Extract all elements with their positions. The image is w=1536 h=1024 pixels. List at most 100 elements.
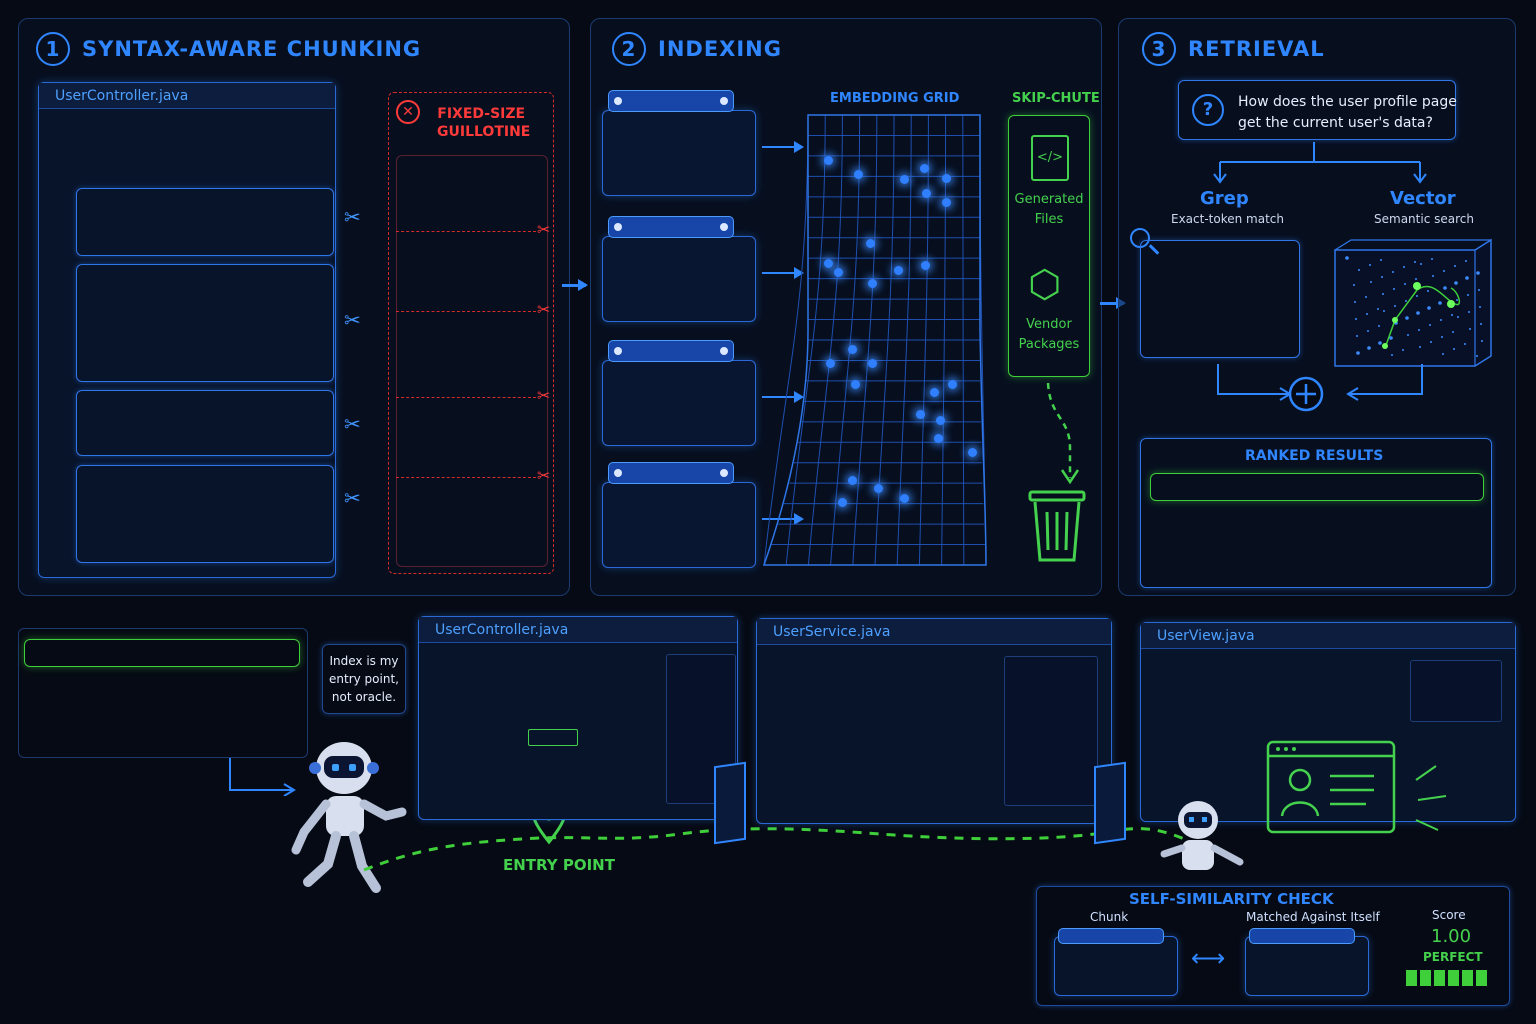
embedding-point	[854, 170, 863, 179]
scissors-icon: ✂	[537, 300, 551, 319]
score-bar-segment	[1476, 970, 1487, 986]
embedding-point	[868, 359, 877, 368]
embedding-point	[942, 198, 951, 207]
highlight-findbyid	[528, 729, 578, 746]
chunk-card	[602, 360, 756, 446]
embedding-point	[920, 164, 929, 173]
chute-path	[1046, 382, 1080, 485]
guillotine-panel	[388, 92, 554, 574]
chunk-constructor	[76, 188, 334, 256]
handoff-arrow	[229, 758, 296, 796]
grep-results-box	[1140, 240, 1300, 358]
scissors-icon: ✂	[537, 220, 551, 239]
embedding-point	[900, 494, 909, 503]
radio-dot-icon	[614, 97, 622, 105]
header-pill	[608, 90, 734, 112]
vendor-line1: Vendor	[1026, 317, 1072, 332]
score-label: Score	[1432, 908, 1466, 922]
embedding-point	[824, 156, 833, 165]
score-bar-segment	[1462, 970, 1473, 986]
question-icon: ?	[1192, 94, 1224, 126]
grid-title: EMBEDDING GRID	[830, 91, 960, 106]
matched-label: Matched Against Itself	[1246, 910, 1380, 924]
double-arrow-icon: ⟷	[1191, 944, 1226, 972]
embedding-point	[948, 380, 957, 389]
cut-line	[396, 311, 536, 312]
embedding-point	[968, 448, 977, 457]
chute-title: SKIP-CHUTE	[1012, 91, 1100, 106]
arrow-to-grid	[762, 141, 804, 153]
radio-dot-icon	[720, 223, 728, 231]
cut-line	[396, 397, 536, 398]
embedding-point	[900, 175, 909, 184]
step3-number: 3	[1142, 32, 1176, 66]
scissors-icon: ✂	[344, 486, 361, 510]
vector-title: Vector	[1390, 188, 1456, 209]
cut-line	[396, 231, 536, 232]
mini-chunk-card	[1054, 936, 1178, 996]
arrow-to-grid	[762, 391, 804, 403]
bubble-line3: not oracle.	[331, 690, 397, 704]
radio-dot-icon	[720, 97, 728, 105]
scissors-icon: ✂	[537, 386, 551, 405]
step2-title: 2 INDEXING	[612, 32, 782, 66]
perfect-label: PERFECT	[1423, 950, 1483, 964]
file-card: UserView.java	[1140, 622, 1516, 822]
radio-dot-icon	[614, 347, 622, 355]
generated-line2: Files	[1034, 212, 1064, 227]
arrow-to-indexing	[562, 279, 588, 291]
embedding-point	[834, 268, 843, 277]
scissors-icon: ✂	[537, 466, 551, 485]
embedding-point	[848, 476, 857, 485]
vendor-line2: Packages	[1018, 337, 1080, 352]
guillotine-title-line1: FIXED-SIZE	[437, 106, 526, 122]
file-card-name: UserView.java	[1141, 623, 1515, 649]
embedding-point	[894, 266, 903, 275]
self-similarity-box	[1036, 886, 1510, 1006]
header-pill	[608, 216, 734, 238]
chunk-getuser	[76, 264, 334, 382]
bubble-line2: entry point,	[329, 672, 399, 686]
step3-title: 3 RETRIEVAL	[1142, 32, 1325, 66]
mini-header-pill	[1249, 928, 1355, 944]
score-bar-segment	[1434, 970, 1445, 986]
embedding-point	[874, 484, 883, 493]
radio-dot-icon	[614, 469, 622, 477]
chunk-label: Chunk	[1090, 910, 1129, 924]
robot-agent-icon	[291, 742, 407, 893]
source-file-card: UserController.java	[38, 82, 336, 578]
score-bar-segment	[1448, 970, 1459, 986]
vector-subtitle: Semantic search	[1374, 212, 1474, 226]
profile-page-icon	[1266, 740, 1447, 834]
bubble-line1: Index is my	[329, 654, 399, 668]
query-box	[1178, 80, 1456, 140]
embedding-point	[824, 259, 833, 268]
embedding-point	[934, 434, 943, 443]
file-card-name: UserService.java	[757, 619, 1111, 645]
step1-title: 1 SYNTAX-AWARE CHUNKING	[36, 32, 421, 66]
speech-bubble	[322, 644, 406, 714]
trash-icon	[1028, 490, 1086, 562]
mini-ranked-top-result-highlight	[24, 639, 300, 667]
radio-dot-icon	[720, 347, 728, 355]
header-pill	[608, 462, 734, 484]
scissors-icon: ✂	[344, 412, 361, 436]
scissors-icon: ✂	[344, 205, 361, 229]
arrow-to-grid	[762, 267, 804, 279]
score-value: 1.00	[1431, 926, 1472, 947]
step1-label: SYNTAX-AWARE CHUNKING	[82, 37, 422, 61]
file-card-name: UserController.java	[419, 617, 737, 643]
arrow-to-grid	[762, 513, 804, 525]
mini-ranked-box	[18, 628, 308, 758]
embedding-point	[838, 498, 847, 507]
generated-files-label: Generated Files	[1008, 190, 1090, 230]
query-line1: How does the user profile page	[1238, 94, 1457, 110]
embedding-point	[868, 279, 877, 288]
step1-number: 1	[36, 32, 70, 66]
generated-line1: Generated	[1014, 192, 1084, 207]
embedding-point	[921, 261, 930, 270]
query-line2: get the current user's data?	[1238, 115, 1433, 131]
chunk-createuser	[76, 465, 334, 563]
embedding-point	[930, 388, 939, 397]
x-circle-icon: ✕	[396, 100, 420, 124]
